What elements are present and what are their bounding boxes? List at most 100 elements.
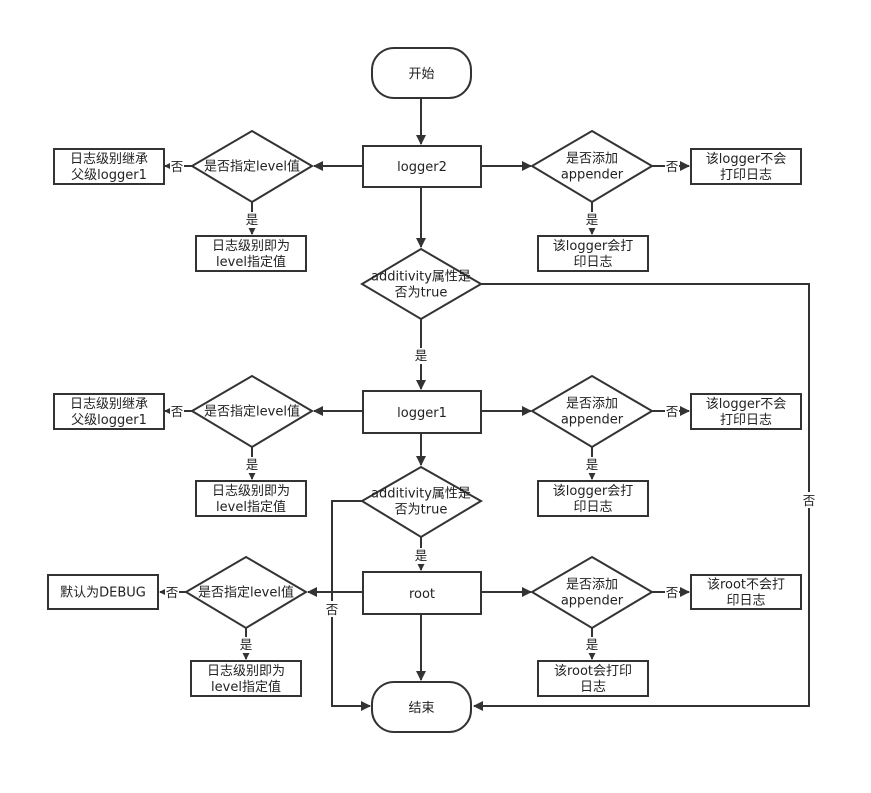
- label-no: 否: [666, 159, 679, 174]
- logger2-label: logger2: [397, 160, 447, 175]
- node-text-line: 否为true: [395, 503, 448, 518]
- node-text-line: 父级logger1: [71, 413, 147, 428]
- level-decision-logger2-text: 是否指定level值: [204, 159, 300, 175]
- label-no: 否: [171, 159, 184, 174]
- node-text-line: 该logger不会: [706, 397, 786, 412]
- level-value-box-root: [190, 660, 302, 697]
- label-no: 否: [666, 404, 679, 419]
- node-text-line: 默认为DEBUG: [60, 585, 146, 601]
- node-text-line: 是否指定level值: [204, 404, 300, 420]
- node-text-line: 该root会打印: [554, 664, 632, 679]
- logger1-box: [362, 390, 482, 434]
- level-decision-root: [184, 555, 308, 630]
- node-text-line: 该logger会打: [553, 484, 633, 499]
- node-text-line: 该logger会打: [553, 239, 633, 254]
- node-text-line: 是否添加: [566, 152, 618, 167]
- node-text-line: 日志级别即为: [212, 239, 290, 254]
- node-text-line: 日志级别继承: [70, 152, 148, 167]
- level-decision-logger2: [190, 129, 314, 204]
- print-box-root: [537, 660, 649, 697]
- label-yes: 是: [415, 348, 428, 363]
- print-box-logger2: [537, 235, 649, 272]
- node-text-line: 该logger不会: [706, 152, 786, 167]
- node-text-line: appender: [561, 594, 624, 609]
- end-terminal: [371, 681, 472, 733]
- node-text-line: 印日志: [726, 594, 765, 609]
- node-text-line: appender: [561, 413, 624, 428]
- node-text-line: 否为true: [395, 286, 448, 301]
- appender-decision-logger2: [530, 129, 654, 204]
- node-text-line: level指定值: [216, 499, 286, 515]
- label-no: 否: [171, 404, 184, 419]
- node-text-line: 是否指定level值: [198, 585, 294, 601]
- root-label: root: [409, 587, 435, 602]
- root-box: [362, 571, 482, 615]
- label-no: 否: [166, 585, 179, 600]
- appender-decision-root: [530, 555, 654, 630]
- node-text-line: 该root不会打: [707, 578, 785, 593]
- no-print-box-logger1: [690, 393, 802, 430]
- start-label: 开始: [408, 67, 434, 82]
- level-decision-root-text: 是否指定level值: [198, 585, 294, 601]
- no-print-box-root: [690, 574, 802, 610]
- inherit-box-logger2: [53, 148, 165, 185]
- node-text-line: additivity属性是: [371, 487, 471, 502]
- appender-decision-logger1: [530, 374, 654, 449]
- print-box-logger1: [537, 480, 649, 517]
- logger1-label: logger1: [397, 406, 447, 421]
- node-text-line: 是否指定level值: [204, 159, 300, 175]
- label-no: 否: [666, 585, 679, 600]
- end-label: 结束: [408, 701, 434, 716]
- additivity-decision-logger2: [360, 247, 483, 321]
- nodes: 开始 结束 logger2 logger1 root 是否指定level值 是否…: [47, 47, 802, 733]
- node-text-line: 打印日志: [720, 413, 772, 428]
- label-yes: 是: [415, 548, 428, 563]
- node-text-line: 日志: [580, 680, 606, 695]
- node-text-line: 日志级别即为: [207, 664, 285, 679]
- edge-labels: 否 是 否 是 是 否 是 否 是 是 否 否 否 是 否 是: [165, 158, 816, 653]
- label-yes: 是: [240, 637, 253, 652]
- label-yes: 是: [586, 457, 599, 472]
- default-debug-box-root-text: 默认为DEBUG: [60, 585, 146, 601]
- node-text-line: 是否添加: [566, 397, 618, 412]
- label-yes: 是: [246, 457, 259, 472]
- node-text-line: level指定值: [211, 679, 281, 695]
- node-text-line: 打印日志: [720, 168, 772, 183]
- node-text-line: 父级logger1: [71, 168, 147, 183]
- node-text-line: appender: [561, 168, 624, 183]
- logger2-box: [362, 145, 482, 188]
- label-yes: 是: [586, 637, 599, 652]
- start-terminal: [371, 47, 472, 99]
- node-text-line: level指定值: [216, 254, 286, 270]
- inherit-box-logger1: [53, 393, 165, 430]
- label-yes: 是: [246, 212, 259, 227]
- label-no: 否: [803, 493, 816, 508]
- node-text-line: 日志级别即为: [212, 484, 290, 499]
- level-decision-logger1: [190, 374, 314, 449]
- node-text-line: 印日志: [573, 255, 612, 270]
- default-debug-box-root: [47, 574, 159, 610]
- level-value-box-logger1: [195, 480, 307, 517]
- node-text-line: 印日志: [573, 500, 612, 515]
- node-text-line: 是否添加: [566, 578, 618, 593]
- level-value-box-logger2: [195, 235, 307, 272]
- node-text-line: additivity属性是: [371, 270, 471, 285]
- additivity-decision-logger1: [360, 465, 483, 539]
